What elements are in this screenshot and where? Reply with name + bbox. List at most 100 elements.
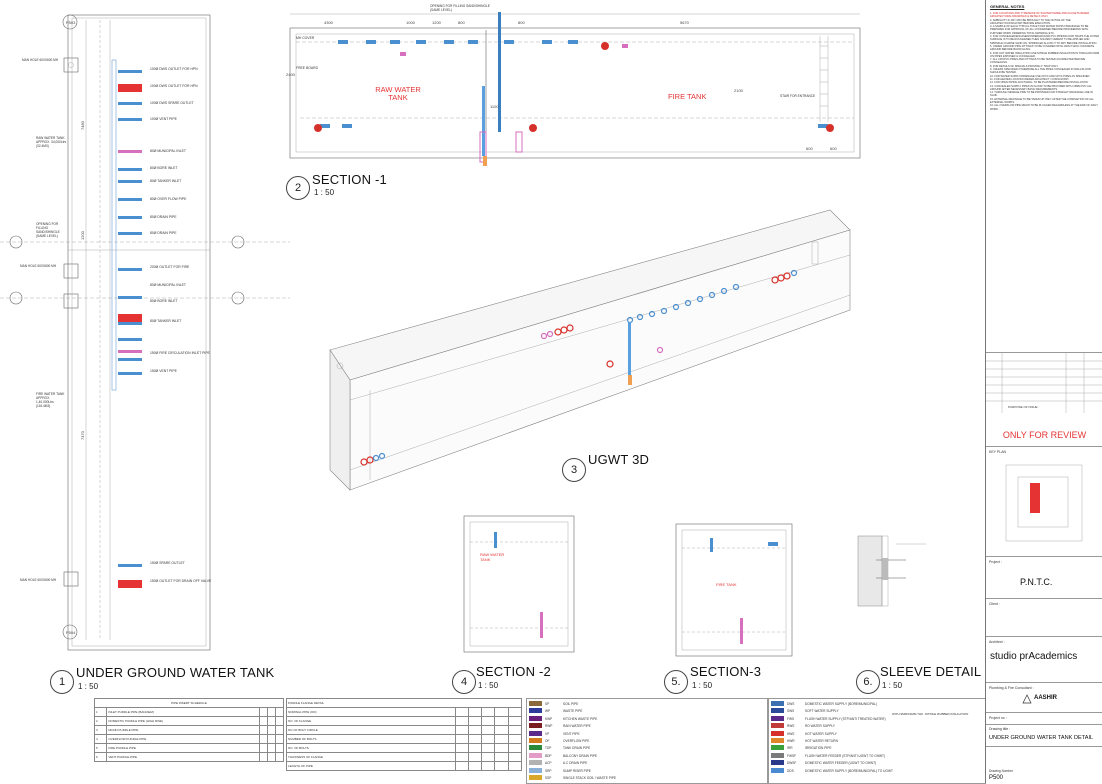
general-note: 12. FOR OPEN PIPING DUCT/WALL TO BE PLAS…: [990, 81, 1089, 85]
general-note: 10. FOR WATER SUPPLY/DRAINAGE USE CPVC A…: [990, 74, 1091, 78]
manhole-3: [63, 293, 79, 309]
legend-swatch: [529, 730, 542, 736]
plan-callout: 150Ø FIRE CIRCULATION INLET PIPE: [150, 351, 210, 355]
manhole-1: [63, 57, 79, 73]
legend-code: SSP: [545, 776, 552, 780]
plan-callout: 100Ø VENT PIPE: [150, 117, 177, 121]
plan-callout: 80Ø MUNICIPAL INLET: [150, 149, 186, 153]
free-board-note: FREE BOARD: [296, 66, 319, 70]
legend-code: WP: [545, 709, 551, 714]
fire-capacity-note: FIRE WATER TANK APPROX. 1,40,000Ltrs (11…: [36, 392, 65, 408]
plan-callout: 80Ø TANKER INLET: [150, 319, 182, 323]
schedule-row: OVERFLOW PUDDLE PIPE: [106, 734, 261, 744]
svg-text:P503: P503: [66, 20, 76, 25]
plan-callout: 100Ø DWS SPARE OUTLET: [150, 101, 194, 105]
general-note: 3. A SAMPLE OF EACH TYPICAL TOILET FOR W…: [990, 25, 1089, 35]
drawing-title-value: UNDER GROUND WATER TANK DETAIL: [989, 735, 1094, 741]
manhole-note: MAN HOLE 600X600 MH: [20, 578, 57, 582]
fire-small-label: FIRE TANK: [716, 582, 737, 587]
schedule-row: VENT PUDDLE PIPE: [106, 752, 261, 762]
legend-code: SWS: [787, 709, 795, 714]
drawing-scale-sleeve: 1 : 50: [882, 681, 903, 690]
key-plan-label: KEY PLAN: [989, 450, 1007, 454]
project-box: Project : P.N.T.C.: [986, 556, 1102, 599]
general-note: 13. CONCEALED SUPPLY PIPES IN FLOOR TO B…: [990, 84, 1092, 91]
drawing-scale-section3: 1 : 50: [692, 681, 713, 690]
drawing-number-1: 1: [50, 670, 74, 694]
legend-name: OVERFLOW PIPE: [563, 739, 590, 743]
general-note: 2. AMBIGUITY IF ANY MAY BE BROUGHT TO TH…: [990, 18, 1071, 25]
flange-row: THICKNESS OF FLANGE: [286, 752, 456, 762]
section-3-view: 2100: [675, 523, 793, 657]
schedule-row: DRAIN PUDDLE PIPE: [106, 725, 261, 735]
key-plan-box: KEY PLAN: [986, 446, 1102, 555]
plan-callout: 80Ø BORE INLET: [150, 166, 178, 170]
legend-code: DWSF: [787, 761, 797, 766]
general-notes: 1. FOR LOCATIONS AND TYPE/MAKE OF SANITA…: [990, 12, 1100, 111]
legend-code: FWS: [787, 716, 795, 721]
legend-name: RAIN WATER PIPE: [563, 724, 591, 729]
section-2-view: 2400: [463, 515, 575, 653]
title-block: GENERAL NOTES 1. FOR LOCATIONS AND TYPE/…: [985, 0, 1102, 783]
legend-name: TANK DRAIN PIPE: [563, 746, 591, 751]
review-stamp: ONLY FOR REVIEW: [1002, 430, 1087, 440]
legend-swatch: [529, 775, 542, 780]
raw-capacity-note: RAW WATER TANK APPROX. 34,000Ltrs (32.4M…: [36, 136, 67, 148]
general-note: 11. FOR HEATER LOCATION REFER ARCHITECT …: [990, 77, 1070, 81]
legend-code: FWSF: [787, 753, 797, 758]
legend-code: RWS: [787, 724, 795, 729]
schedule-row: INLET PUDDLE PIPE (BAN/AEM): [106, 707, 261, 717]
drawing-title-section1: SECTION -1: [312, 172, 387, 187]
drawing-number-3: 3: [562, 458, 586, 482]
section-marker-top: P503 P504: [0, 14, 290, 640]
legend-name: BALCONY DRAIN PIPE: [563, 753, 598, 758]
general-note: 14. THROUGH SEWAGE PIPE TO BE PROVIDED F…: [990, 91, 1093, 98]
legend-swatch: [771, 760, 784, 766]
legend-swatch: [771, 738, 784, 743]
raw-water-tank-label: RAW WATER TANK: [375, 85, 421, 102]
legend-swatch: [771, 708, 784, 714]
legend-name: FLUSH WATER SUPPLY (STP/ANTI TREATED WAT…: [805, 716, 886, 721]
revision-header: PURPOSE OF ISSUE: [1008, 405, 1038, 409]
plan-callout: 80Ø OVER FLOW PIPE: [150, 197, 187, 201]
legend-swatch: [771, 767, 784, 773]
raw-water-small-label: RAW WATER TANK: [480, 552, 505, 562]
schedule-title: PIPE INSERT SCHEDULE: [94, 698, 284, 708]
general-note: 9. UNLESS SPECIFIED OTHERWISE ALL THE PI…: [990, 68, 1091, 75]
drawing-number-label: Drawing Number: [989, 769, 1013, 773]
sleeve-detail-view: [857, 535, 926, 607]
legend-name: SOFT WATER SUPPLY: [805, 709, 839, 714]
dim: 600: [806, 146, 813, 151]
legend-swatch: [771, 730, 784, 736]
legend-code: IRR: [787, 746, 793, 751]
dim: 5670: [680, 20, 690, 25]
legend-name: RO WATER SUPPLY: [805, 724, 836, 729]
flange-row: NUMBER OF BOLTS: [286, 734, 456, 744]
general-notes-title: GENERAL NOTES: [990, 4, 1025, 9]
plan-callout: 80Ø TANKER INLET: [150, 179, 182, 183]
legend-swatch: [529, 745, 542, 751]
client-box: Client :: [986, 598, 1102, 637]
drawing-title-3d: UGWT 3D: [588, 452, 650, 467]
plan-callout: 150Ø VENT PIPE: [150, 369, 177, 373]
consultant-box: Plumbing & Fire Consultant : AASHIR: [986, 682, 1102, 713]
drawing-title-plan: UNDER GROUND WATER TANK: [76, 665, 275, 680]
general-note: 8. FOR DETAILS OF SPECIALS PROVIDE 4" TR…: [990, 64, 1059, 68]
legend-code: HWS: [787, 731, 795, 736]
legend-name: SUMP RISER PIPE: [563, 768, 591, 773]
plan-callout: 80Ø MUNICIPAL INLET: [150, 283, 186, 287]
legend-swatch: [529, 715, 542, 721]
project-label: Project :: [989, 560, 1002, 564]
legend-name: DOMESTIC WATER FEEDER (UGWT TO OHWT): [805, 761, 877, 766]
drawing-number-2: 2: [286, 176, 310, 200]
opening-note-section: OPENING FOR FILLING SAND/SHINGLE (SAME L…: [430, 4, 490, 12]
schedule-row: FIRE PUDDLE PIPE: [106, 743, 261, 753]
project-no-label: Project no :: [989, 716, 1007, 720]
legend-name: FLUSH WATER FEEDER (STP/ANTI UGWT TO OHW…: [805, 753, 886, 758]
fire-tank-label: FIRE TANK: [668, 92, 707, 101]
legend-swatch: [529, 701, 542, 706]
drawing-scale-section2: 1 : 50: [478, 681, 499, 690]
